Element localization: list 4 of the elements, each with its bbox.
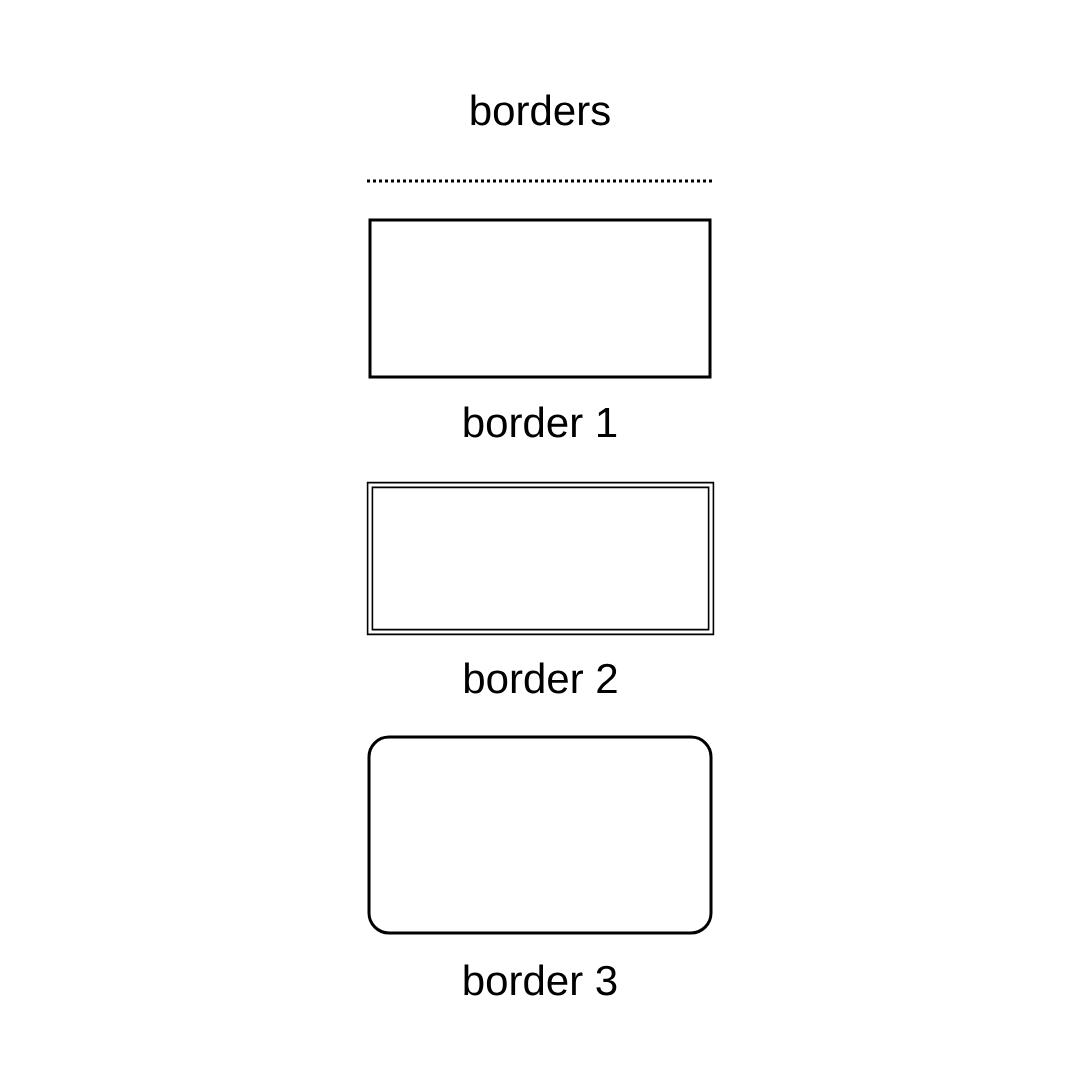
box-label: border 2	[465, 662, 617, 694]
title: borders	[471, 94, 610, 126]
box-label: border 1	[464, 406, 617, 438]
box-label: border 3	[464, 964, 617, 996]
